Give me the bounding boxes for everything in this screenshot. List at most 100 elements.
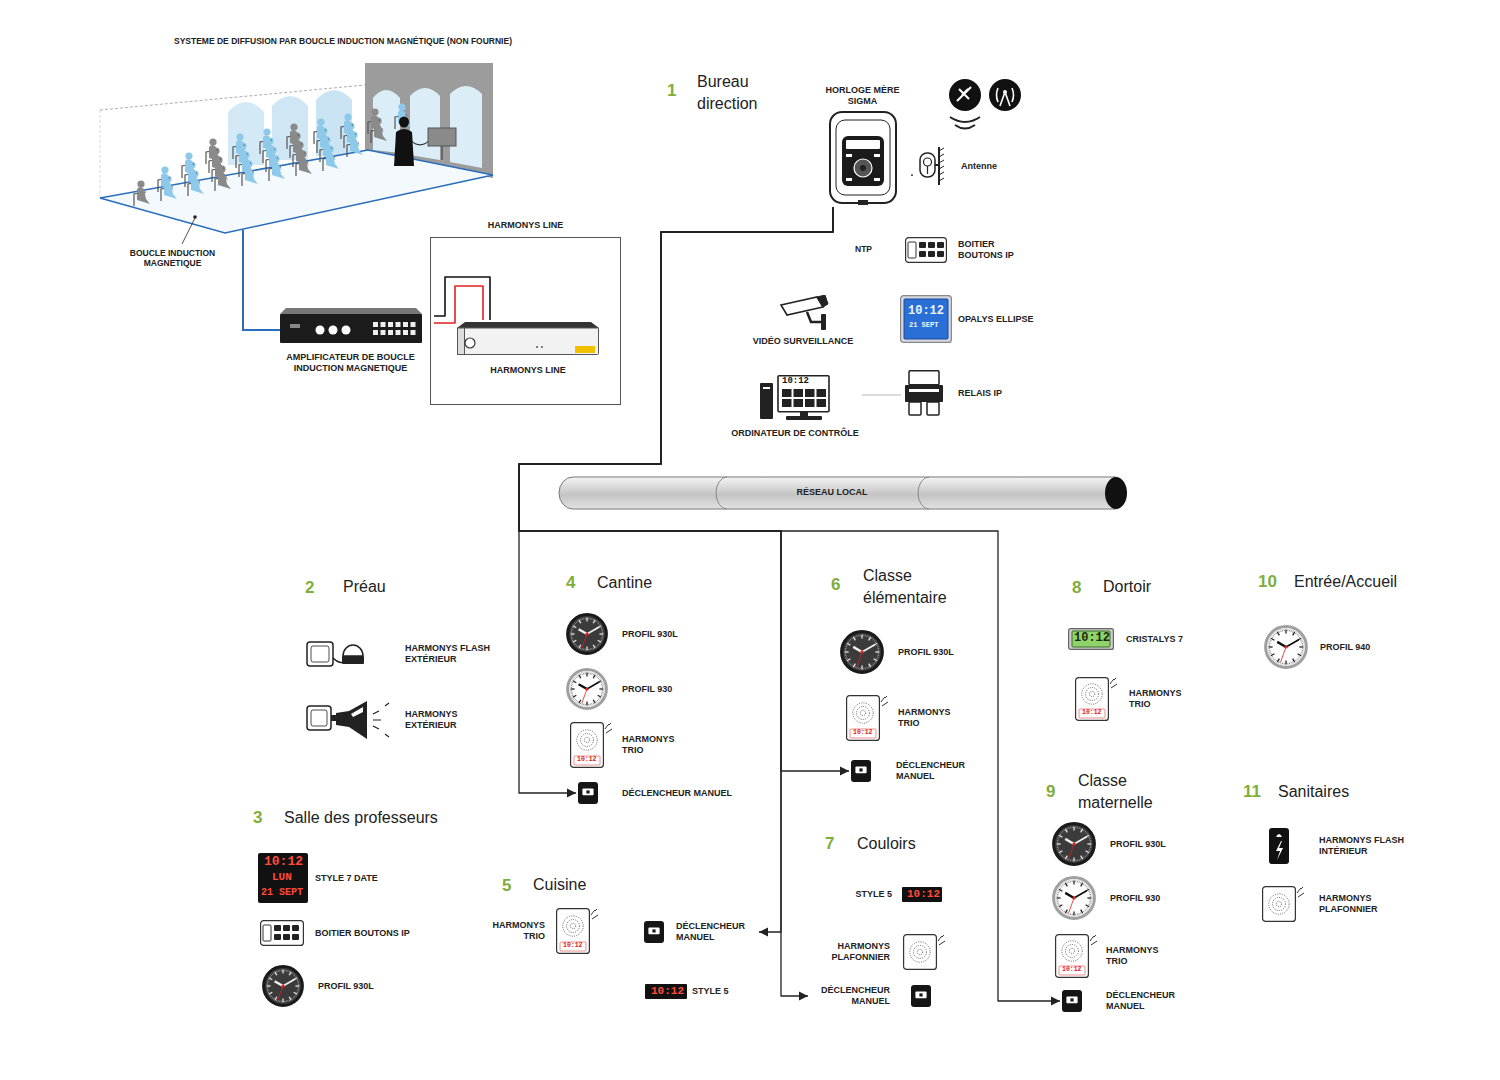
- display-text: 10:12: [651, 986, 684, 997]
- display-text: 10:12: [782, 377, 809, 386]
- camera-icon: [777, 295, 829, 331]
- device-node: HARMONYS TRIO10:12: [477, 906, 600, 956]
- device-node: PROFIL 930: [1050, 874, 1164, 922]
- section-title: Salle des professeurs: [284, 807, 438, 829]
- device-label: BOITIER BOUTONS IP: [315, 928, 411, 939]
- room-illustration: [100, 63, 493, 233]
- callout-number: 11: [1243, 781, 1261, 803]
- device-label: Antenne: [961, 161, 998, 172]
- device-label: PROFIL 930L: [1110, 839, 1167, 850]
- device-label: STYLE 5: [692, 986, 730, 997]
- section-title: Classe maternelle: [1078, 770, 1173, 814]
- decl-icon: [644, 921, 664, 943]
- opalys-icon: [900, 295, 952, 343]
- display-text: 10:12: [1062, 967, 1082, 974]
- display-text: 10:12: [264, 855, 303, 868]
- callout-number: 4: [566, 572, 575, 594]
- device-node: STYLE 5 10:12: [643, 982, 732, 1001]
- callout-number: 7: [825, 833, 834, 855]
- device-label: HARMONYS FLASH EXTÉRIEUR: [405, 643, 500, 665]
- device-node: PROFIL 930: [564, 666, 676, 712]
- antenna-icon: [915, 145, 951, 187]
- band-label: RÉSEAU LOCAL: [747, 487, 917, 498]
- section-title: Classe élémentaire: [863, 565, 963, 609]
- decl-icon: [851, 760, 871, 782]
- device-node: AMPLIFICATEUR DE BOUCLE INDUCTION MAGNET…: [268, 306, 434, 376]
- device-node: HARMONYS LINE: [455, 320, 601, 378]
- device-node: OPALYS ELLIPSE10:1221 SEPT: [898, 293, 1037, 345]
- device-label: STYLE 5: [854, 889, 892, 900]
- display-text: 10:12: [908, 305, 944, 317]
- device-node: STYLE 510:12: [852, 885, 944, 904]
- section-title: Dortoir: [1103, 576, 1151, 598]
- device-node: DÉCLENCHEUR MANUEL: [808, 983, 933, 1009]
- device-node: DÉCLENCHEUR MANUEL: [1060, 988, 1189, 1014]
- display-text: 10:12: [1074, 632, 1110, 644]
- device-node: HARMONYS PLAFONNIER: [1260, 884, 1402, 924]
- callout-number: 2: [305, 577, 314, 599]
- device-label: HARMONYS TRIO: [1106, 945, 1172, 967]
- section-title: Bureau direction: [697, 71, 777, 115]
- device-label: PROFIL 940: [1320, 642, 1372, 653]
- callout-number: 9: [1046, 781, 1055, 803]
- device-label: HORLOGE MÈRE SIGMA: [818, 85, 908, 107]
- section-title: Couloirs: [857, 833, 916, 855]
- amp-icon: [280, 308, 422, 343]
- device-node: BOITIER BOUTONS IP: [903, 235, 1025, 265]
- display-text: 10:12: [563, 943, 583, 950]
- plaf-icon: [1262, 886, 1304, 922]
- box-heading: HARMONYS LINE: [430, 220, 621, 231]
- callout-number: 3: [253, 807, 262, 829]
- device-label: PROFIL 930L: [898, 647, 955, 658]
- device-label: CRISTALYS 7: [1126, 634, 1185, 645]
- device-label: DÉCLENCHEUR MANUEL: [896, 760, 976, 782]
- device-node: CRISTALYS 7 10:12: [1066, 626, 1187, 652]
- device-node: PROFIL 940: [1262, 623, 1374, 671]
- device-label: DÉCLENCHEUR MANUEL: [1106, 990, 1186, 1012]
- callout-number: 1: [667, 80, 676, 102]
- boutons-icon: [905, 237, 947, 263]
- device-label: DÉCLENCHEUR MANUEL: [810, 985, 890, 1007]
- connector: [519, 207, 1060, 1001]
- device-label: VIDÉO SURVEILLANCE: [752, 336, 854, 347]
- device-label: PROFIL 930: [1110, 893, 1162, 904]
- hl-icon: [457, 322, 599, 355]
- cdark-icon: [262, 965, 304, 1007]
- device-node: DÉCLENCHEUR MANUEL: [642, 919, 759, 945]
- device-node: HARMONYS TRIO10:12: [844, 693, 967, 743]
- device-label: OPALYS ELLIPSE: [958, 314, 1035, 325]
- callout-number: 5: [502, 875, 511, 897]
- device-label: HARMONYS EXTÉRIEUR: [405, 709, 477, 731]
- device-label: PROFIL 930L: [622, 629, 679, 640]
- device-label: HARMONYS LINE: [490, 365, 567, 376]
- section-title: Cantine: [597, 572, 652, 594]
- device-label: HARMONYS PLAFONNIER: [1319, 893, 1399, 915]
- device-label: AMPLIFICATEUR DE BOUCLE INDUCTION MAGNET…: [271, 352, 431, 374]
- callout-number: 8: [1072, 577, 1081, 599]
- display-text: 10:12: [577, 757, 597, 764]
- device-node: PROFIL 930L: [260, 963, 377, 1009]
- device-node: HARMONYS EXTÉRIEUR: [303, 696, 480, 744]
- device-label: PROFIL 930L: [318, 981, 375, 992]
- display-text: 10:12: [853, 730, 873, 737]
- device-label: ORDINATEUR DE CONTRÔLE: [731, 428, 860, 439]
- device-node: STYLE 7 DATE10:12LUN21 SEPT: [256, 851, 381, 905]
- section-title: Préau: [343, 576, 386, 598]
- device-label: HARMONYS PLAFONNIER: [818, 941, 890, 963]
- device-label: HARMONYS TRIO: [622, 734, 688, 756]
- device-node: HARMONYS TRIO10:12: [1073, 675, 1198, 723]
- leader-line: [182, 218, 195, 244]
- relais-icon: [903, 370, 945, 416]
- cwhite-icon: [566, 668, 608, 710]
- device-node: DÉCLENCHEUR MANUEL: [576, 780, 735, 806]
- text-label: NTP: [855, 244, 872, 254]
- text-label: SYSTEME DE DIFFUSION PAR BOUCLE INDUCTIO…: [174, 36, 512, 46]
- text-label: BOUCLE INDUCTION MAGNETIQUE: [115, 248, 230, 268]
- device-node: DÉCLENCHEUR MANUEL: [849, 758, 979, 784]
- plaf-icon: [903, 934, 945, 970]
- connector: [519, 207, 833, 932]
- device-label: PROFIL 930: [622, 684, 674, 695]
- cdark-icon: [566, 613, 608, 655]
- device-node: VIDÉO SURVEILLANCE: [750, 293, 856, 349]
- cdark-icon: [1052, 822, 1096, 866]
